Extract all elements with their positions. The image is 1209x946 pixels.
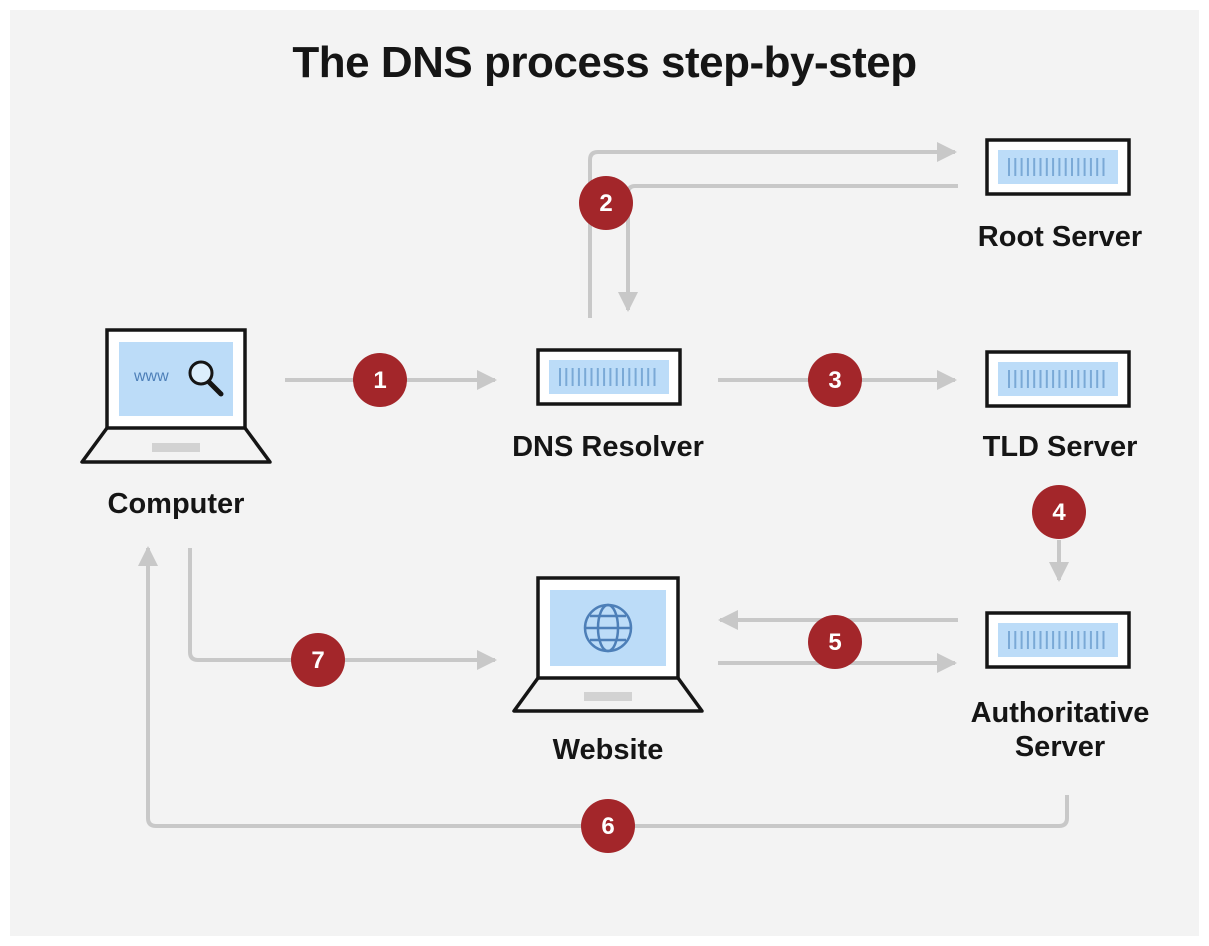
arrow-computer-to-website [188, 548, 497, 670]
step-number: 2 [599, 190, 612, 217]
authoritative-label-line1: Authoritative [970, 697, 1150, 729]
step-number: 7 [311, 647, 324, 674]
resolver-label: DNS Resolver [512, 431, 704, 463]
step-badge-4: 4 [1032, 485, 1086, 539]
arrow-resolver-to-root [588, 142, 957, 318]
tld-server-label: TLD Server [982, 431, 1138, 463]
root-server-icon [985, 138, 1131, 196]
resolver-server-icon [536, 348, 682, 406]
step-badges: 1 2 3 4 5 6 7 [291, 176, 1086, 853]
computer-label: Computer [107, 488, 245, 520]
root-server-label: Root Server [977, 221, 1143, 253]
magnifier-icon [188, 360, 224, 397]
step-badge-1: 1 [353, 353, 407, 407]
computer-screen-text: www [133, 368, 169, 385]
step-number: 5 [828, 629, 841, 656]
website-laptop-icon [512, 576, 704, 713]
step-badge-2: 2 [579, 176, 633, 230]
arrows [138, 142, 1069, 828]
globe-icon [583, 603, 633, 653]
authoritative-server-icon [985, 611, 1131, 669]
step-badge-6: 6 [581, 799, 635, 853]
step-badge-7: 7 [291, 633, 345, 687]
tld-server-icon [985, 350, 1131, 408]
diagram-title: The DNS process step-by-step [292, 38, 917, 87]
computer-laptop-icon: www [80, 328, 272, 464]
step-number: 4 [1052, 499, 1066, 526]
authoritative-server-label: Authoritative Server [930, 696, 1190, 764]
step-number: 1 [373, 367, 386, 394]
authoritative-label-line2: Server [1014, 731, 1106, 763]
step-badge-3: 3 [808, 353, 862, 407]
website-label: Website [552, 734, 664, 766]
servers [536, 138, 1131, 669]
step-number: 3 [828, 367, 841, 394]
step-badge-5: 5 [808, 615, 862, 669]
step-number: 6 [601, 813, 614, 840]
computer-screen [119, 342, 233, 416]
